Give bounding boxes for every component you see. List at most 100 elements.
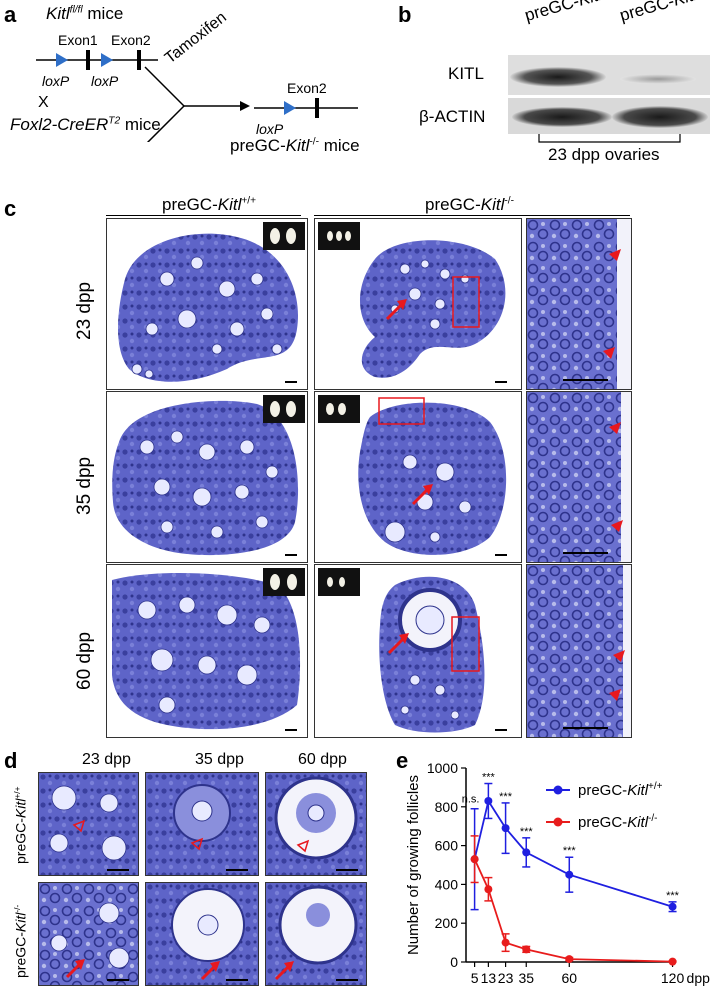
c-header-ko-line — [314, 215, 630, 216]
c-23dpp-ko-image — [314, 218, 522, 390]
c-23dpp-zoom-box — [452, 276, 480, 328]
data-point — [565, 870, 574, 879]
exon2-box-after — [315, 98, 319, 118]
data-point — [522, 848, 531, 857]
wb-row-actin-label: β-ACTIN — [419, 107, 486, 126]
c-header-wt-line — [106, 215, 301, 216]
wb-row-kitl-label: KITL — [448, 64, 484, 83]
kitl-band-wt — [510, 67, 606, 87]
loxp-after-label: loxP — [256, 121, 284, 137]
c-60dpp-ko-image — [314, 564, 522, 738]
exon1-label: Exon1 — [58, 32, 98, 48]
d-wt-35dpp-image — [145, 772, 259, 876]
c-35dpp-wt-image — [106, 391, 308, 563]
c-60dpp-zoom-box — [451, 616, 480, 672]
data-point — [484, 796, 493, 805]
data-point — [470, 855, 479, 864]
exon1-box — [86, 50, 90, 70]
x-tick-label: 23 — [498, 970, 514, 986]
wb-col-ko-label: preGC-Kitl-/- — [617, 0, 699, 26]
data-point — [668, 957, 677, 966]
wb-actin-blot — [508, 98, 710, 134]
y-axis-label: Number of growing follicles — [405, 775, 422, 955]
d-row-wt-label: preGC-Kitl+/+ — [12, 786, 29, 864]
loxp-triangle-1 — [56, 53, 68, 67]
d-ko-60dpp-image — [265, 882, 367, 986]
c-header-wt: preGC-Kitl+/+ — [162, 195, 257, 214]
result-mice-label: preGC-Kitl-/- mice — [230, 136, 360, 155]
c-35dpp-zoom-box — [378, 397, 425, 425]
panel-d-label: d — [4, 748, 18, 773]
actin-band-ko — [612, 106, 708, 128]
floxed-allele-diagram — [36, 50, 158, 70]
significance-label: *** — [520, 826, 534, 838]
y-tick-label: 200 — [435, 915, 459, 931]
loxp-triangle-after — [284, 101, 296, 115]
d-wt-60dpp-image — [265, 772, 367, 876]
wb-bracket — [538, 134, 681, 143]
significance-label: *** — [563, 845, 577, 857]
c-header-ko: preGC-Kitl-/- — [425, 195, 514, 214]
c-23dpp-wt-image — [106, 218, 308, 390]
legend-marker-1 — [553, 817, 563, 827]
exon2-box — [137, 50, 141, 70]
significance-label: *** — [666, 890, 680, 902]
y-tick-label: 400 — [435, 876, 459, 892]
wb-kitl-blot — [508, 55, 710, 95]
y-tick-label: 800 — [435, 799, 459, 815]
c-row-label-0: 23 dpp — [74, 281, 95, 340]
loxp-triangle-2 — [101, 53, 113, 67]
legend-label-1: preGC-Kitl-/- — [578, 813, 657, 831]
significance-label: *** — [499, 791, 513, 803]
kitl-band-ko — [620, 74, 696, 84]
loxp-label-2: loxP — [91, 73, 119, 89]
d-col-23dpp: 23 dpp — [82, 751, 131, 768]
x-tick-label: 35 — [518, 970, 534, 986]
x-unit-label: dpp — [687, 970, 711, 986]
x-tick-label: 13 — [481, 970, 497, 986]
data-point — [668, 902, 677, 911]
data-point — [484, 885, 493, 894]
c-60dpp-wt-image — [106, 564, 308, 738]
tamoxifen-arrow — [144, 66, 250, 142]
legend-marker-0 — [553, 785, 563, 795]
significance-label: n.s. — [462, 794, 480, 806]
d-wt-23dpp-image — [38, 772, 139, 876]
deleted-allele-diagram — [254, 98, 358, 118]
panel-b-label: b — [398, 2, 412, 27]
c-row-label-2: 60 dpp — [74, 631, 95, 690]
c-35dpp-zoom-image — [526, 391, 632, 563]
y-tick-label: 0 — [450, 954, 458, 970]
actin-band-wt — [512, 107, 612, 127]
panel-e-label: e — [396, 748, 409, 773]
tamoxifen-label: Tamoxifen — [161, 8, 230, 68]
data-point — [565, 955, 574, 964]
data-point — [501, 824, 510, 833]
legend-label-0: preGC-Kitl+/+ — [578, 781, 663, 799]
y-tick-label: 1000 — [427, 760, 458, 776]
cross-symbol: X — [38, 94, 49, 111]
x-tick-label: 120 — [661, 970, 685, 986]
y-tick-label: 600 — [435, 838, 459, 854]
kitl-flfl-mice-label: Kitlfl/fl mice — [46, 4, 124, 23]
exon2-label: Exon2 — [111, 32, 151, 48]
series-line-0 — [473, 798, 673, 908]
foxl2-mice-label: Foxl2-CreERT2 mice — [10, 115, 161, 134]
d-row-ko-label: preGC-Kitl-/- — [12, 904, 29, 978]
data-point — [501, 938, 510, 947]
c-35dpp-ko-image — [314, 391, 522, 563]
c-23dpp-zoom-image — [526, 218, 632, 390]
data-point — [522, 945, 531, 954]
loxp-label-1: loxP — [42, 73, 70, 89]
d-col-60dpp: 60 dpp — [298, 751, 347, 768]
wb-caption: 23 dpp ovaries — [548, 145, 660, 164]
d-ko-35dpp-image — [145, 882, 259, 986]
significance-label: *** — [482, 772, 496, 784]
x-tick-label: 5 — [471, 970, 479, 986]
d-col-35dpp: 35 dpp — [195, 751, 244, 768]
exon2-after-label: Exon2 — [287, 80, 327, 96]
series-line-1 — [473, 858, 673, 963]
panel-c-label: c — [4, 196, 17, 221]
panel-a-label: a — [4, 2, 17, 27]
